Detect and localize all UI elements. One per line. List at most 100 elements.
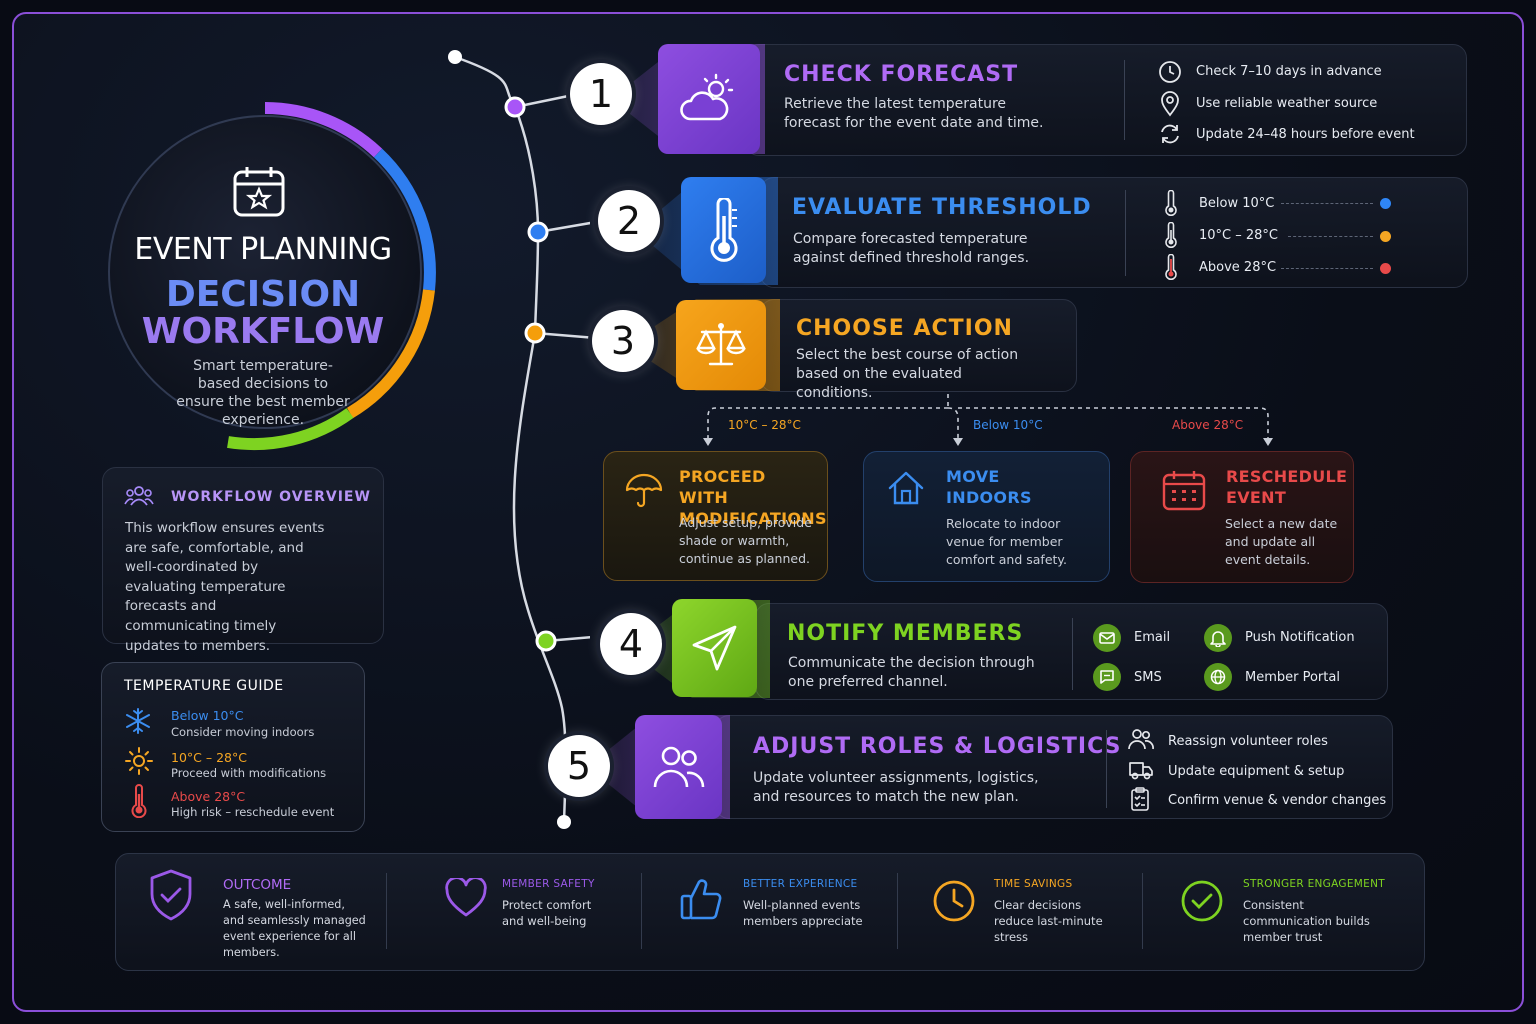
- threshold-label-2: 10°C – 28°C: [1199, 228, 1279, 243]
- guide-note-mild: Proceed with modifications: [171, 766, 327, 780]
- shield-check-icon: [148, 868, 194, 922]
- refresh-icon: [1158, 122, 1182, 146]
- branch-label-mild: 10°C – 28°C: [728, 418, 801, 432]
- truck-icon: [1128, 759, 1154, 781]
- team-icon: [653, 746, 704, 788]
- guide-note-cold: Consider moving indoors: [171, 725, 315, 739]
- people-icon: [124, 485, 154, 507]
- temperature-guide-title: TEMPERATURE GUIDE: [124, 678, 284, 694]
- clipboard-check-icon: [1130, 787, 1150, 811]
- step-2-desc: Compare forecasted temperature against d…: [793, 231, 1030, 266]
- better-experience-title: BETTER EXPERIENCE: [743, 878, 858, 890]
- outcome-text: A safe, well-informed, and seamlessly ma…: [223, 898, 366, 959]
- branch-title-reschedule: RESCHEDULE EVENT: [1226, 467, 1348, 507]
- step-5-icon-box: [635, 715, 722, 819]
- timeline-spine: [448, 50, 590, 829]
- stronger-engagement-text: Consistent communication builds member t…: [1243, 898, 1370, 944]
- check-circle-icon: [1180, 879, 1224, 923]
- calendar-star-icon: [232, 164, 286, 218]
- branch-label-hot: Above 28°C: [1172, 418, 1244, 432]
- threshold-dot-orange: [1380, 231, 1391, 242]
- guide-note-hot: High risk – reschedule event: [171, 805, 335, 819]
- step-2-divider: [1125, 190, 1126, 276]
- cloud-sun-icon: [680, 73, 734, 121]
- step-4-number: 4: [600, 613, 662, 675]
- branch-desc-proceed: Adjust setup, provide shade or warmth, c…: [679, 515, 812, 566]
- branch-card-proceed: [603, 451, 828, 581]
- step-1-title: CHECK FORECAST: [784, 62, 1019, 87]
- outcome-divider-2: [641, 873, 642, 949]
- step-3-card: [760, 299, 1077, 392]
- step-5-desc: Update volunteer assignments, logistics,…: [753, 770, 1039, 805]
- step-3-icon-box: [676, 300, 766, 390]
- step-5-title: ADJUST ROLES & LOGISTICS: [753, 734, 1122, 759]
- stronger-engagement-title: STRONGER ENGAGEMENT: [1243, 878, 1385, 890]
- send-icon: [692, 625, 736, 671]
- step-1-detail-1: Check 7–10 days in advance: [1196, 64, 1382, 79]
- step-1-number: 1: [570, 63, 632, 125]
- umbrella-icon: [624, 470, 664, 510]
- thermometer-mid-icon: [1164, 222, 1178, 248]
- sun-icon: [124, 746, 154, 776]
- outcome-title: OUTCOME: [223, 877, 292, 893]
- thermometer-low-icon: [1164, 190, 1178, 216]
- sms-icon: [1093, 663, 1121, 691]
- branch-connectors: [703, 394, 1273, 446]
- time-savings-title: TIME SAVINGS: [994, 878, 1073, 890]
- volunteers-icon: [1128, 728, 1154, 750]
- guide-range-hot: Above 28°C: [171, 789, 246, 804]
- logistics-detail-2: Update equipment & setup: [1168, 764, 1345, 779]
- branch-desc-reschedule: Select a new date and update all event d…: [1225, 516, 1338, 567]
- step-2-card: [760, 177, 1468, 288]
- threshold-label-3: Above 28°C: [1199, 260, 1277, 275]
- better-experience-text: Well-planned events members appreciate: [743, 898, 863, 928]
- branch-title-proceed: PROCEED WITH MODIFICATIONS: [679, 467, 827, 528]
- step-4-desc: Communicate the decision through one pre…: [788, 655, 1035, 690]
- step-1-divider: [1124, 60, 1125, 140]
- channel-push: Push Notification: [1245, 630, 1355, 645]
- threshold-line-3: [1281, 268, 1373, 269]
- member-safety-text: Protect comfort and well-being: [502, 898, 592, 928]
- branch-card-indoors: [863, 451, 1110, 582]
- logistics-detail-3: Confirm venue & vendor changes: [1168, 793, 1387, 808]
- outcome-divider-1: [386, 873, 387, 949]
- member-safety-title: MEMBER SAFETY: [502, 878, 595, 890]
- hero-title-line3: WORKFLOW: [141, 311, 385, 352]
- thermometer-hot-icon: [129, 784, 149, 818]
- temperature-guide-card: [101, 662, 365, 832]
- step-5-card: [715, 715, 1393, 819]
- step-5-divider: [1106, 730, 1107, 808]
- thermometer-high-icon: [1164, 254, 1178, 280]
- channel-sms: SMS: [1134, 670, 1162, 685]
- step-5-number: 5: [548, 735, 610, 797]
- snowflake-icon: [124, 708, 152, 734]
- threshold-line-1: [1281, 203, 1373, 204]
- hero-title-line1: EVENT PLANNING: [134, 232, 392, 267]
- step-1-card: [745, 44, 1467, 156]
- outcomes-bar: [115, 853, 1425, 971]
- workflow-overview-text: This workflow ensures events are safe, c…: [125, 520, 325, 654]
- guide-range-mild: 10°C – 28°C: [171, 750, 247, 765]
- outcome-divider-3: [897, 873, 898, 949]
- threshold-label-1: Below 10°C: [1199, 196, 1275, 211]
- step-3-title: CHOOSE ACTION: [796, 316, 1013, 341]
- step-1-icon-box: [658, 44, 760, 154]
- calendar-icon: [1161, 469, 1207, 511]
- bell-icon: [1204, 624, 1232, 652]
- step-2-title: EVALUATE THRESHOLD: [792, 195, 1092, 220]
- branch-card-reschedule: [1130, 451, 1354, 583]
- threshold-dot-blue: [1380, 198, 1391, 209]
- thermometer-icon: [710, 198, 737, 262]
- step-2-number: 2: [598, 190, 660, 252]
- threshold-line-2: [1288, 236, 1373, 237]
- outcome-divider-4: [1142, 873, 1143, 949]
- step-1-detail-3: Update 24–48 hours before event: [1196, 127, 1415, 142]
- thumbs-up-icon: [679, 876, 723, 922]
- hero-title-line2: DECISION: [165, 274, 361, 315]
- hero-subtitle: Smart temperature-based decisions to ens…: [176, 358, 350, 428]
- step-4-icon-box: [672, 599, 757, 697]
- channel-portal: Member Portal: [1245, 670, 1340, 685]
- globe-icon: [1204, 663, 1232, 691]
- hero-ring: [108, 101, 436, 451]
- step-4-divider: [1072, 618, 1073, 690]
